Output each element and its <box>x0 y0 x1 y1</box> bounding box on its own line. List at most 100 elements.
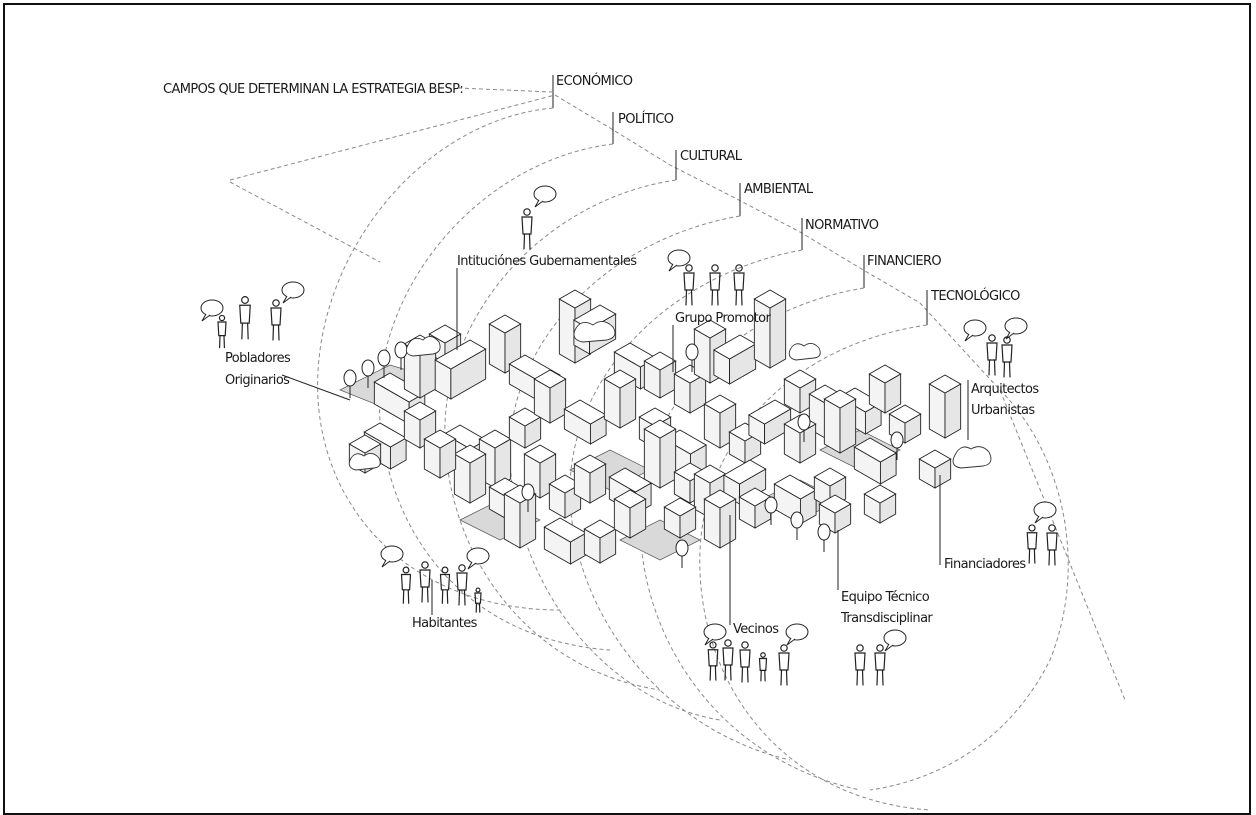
speech-bubble <box>466 547 490 570</box>
building-block <box>712 334 757 385</box>
field-economico: ECONÓMICO <box>556 73 633 89</box>
building-block <box>663 497 697 539</box>
building-block <box>643 351 677 399</box>
person-figure <box>270 299 282 341</box>
person-figure <box>683 264 695 306</box>
speech-bubble <box>667 249 691 272</box>
person-figure <box>239 296 251 340</box>
person-figure <box>986 334 998 376</box>
canopies <box>348 321 992 471</box>
actor-arquitectos-1: Arquitectos <box>971 382 1039 397</box>
people-figures <box>200 185 1058 686</box>
canopy-cloud <box>952 446 992 469</box>
axis-left-branch <box>229 181 381 263</box>
fields-axis <box>229 94 1126 701</box>
building-block <box>928 374 962 439</box>
canopy-cloud <box>348 453 381 471</box>
person-figure <box>474 587 482 613</box>
tree <box>377 349 391 378</box>
canopy-cloud <box>573 321 616 343</box>
building-block <box>703 394 737 449</box>
actor-grupo-promotor: Grupo Promotor <box>675 311 771 326</box>
building-block <box>543 517 588 565</box>
person-figure <box>733 264 745 306</box>
tree <box>797 413 811 442</box>
speech-bubble <box>883 629 907 652</box>
speech-bubble <box>785 623 809 646</box>
field-financiero: FINANCIERO <box>867 254 941 269</box>
building-block <box>563 399 608 445</box>
tree <box>685 343 699 372</box>
building-block <box>434 339 487 400</box>
person-figure <box>1026 524 1038 564</box>
building-block <box>423 429 457 479</box>
field-politico: POLÍTICO <box>618 111 674 127</box>
tree <box>361 359 375 388</box>
title-leader <box>457 87 553 93</box>
building-block <box>488 314 522 374</box>
field-ticks <box>552 75 928 325</box>
building-block <box>823 389 857 454</box>
speech-bubble <box>380 545 404 568</box>
actor-pobladores-1: Pobladores <box>225 351 291 366</box>
canopy-cloud <box>405 336 441 357</box>
actor-arquitectos-2: Urbanistas <box>971 403 1035 418</box>
person-figure <box>1046 524 1058 566</box>
speech-bubble <box>703 623 727 646</box>
person-figure <box>521 208 533 250</box>
diagram-title: CAMPOS QUE DETERMINAN LA ESTRATEGIA BESP… <box>163 82 463 97</box>
building-block <box>863 484 897 524</box>
person-figure <box>709 264 721 306</box>
canopy-cloud <box>788 343 821 361</box>
building-block <box>673 364 707 414</box>
actor-habitantes: Habitantes <box>412 616 478 631</box>
building-block <box>558 289 592 364</box>
tree <box>521 483 535 512</box>
person-figure <box>1001 336 1013 378</box>
building-block <box>868 364 902 414</box>
building-block <box>918 449 952 489</box>
building-block <box>453 444 487 504</box>
building-block <box>583 519 617 564</box>
speech-bubble <box>200 299 224 322</box>
person-figure <box>707 641 719 681</box>
actor-financiadores: Financiadores <box>944 557 1026 572</box>
building-block <box>508 407 542 449</box>
speech-bubble <box>1033 501 1057 524</box>
person-figure <box>456 564 468 606</box>
building-block <box>533 369 567 424</box>
person-figure <box>400 566 412 604</box>
building-block <box>753 289 787 369</box>
tree <box>817 523 831 552</box>
tree <box>675 539 689 568</box>
person-figure <box>758 652 768 682</box>
field-normativo: NORMATIVO <box>805 218 879 233</box>
person-figure <box>217 314 227 349</box>
building-block <box>747 399 792 445</box>
trees <box>343 341 904 568</box>
tree <box>790 511 804 540</box>
person-figure <box>739 641 751 683</box>
person-figure <box>439 566 451 604</box>
building-block <box>643 419 677 489</box>
person-figure <box>874 644 886 686</box>
building-block <box>853 437 898 485</box>
person-figure <box>419 561 431 603</box>
person-figure <box>778 644 790 686</box>
building-block <box>373 372 426 425</box>
tree <box>890 431 904 460</box>
speech-bubble <box>1004 317 1028 340</box>
tree <box>343 369 357 398</box>
field-cultural: CULTURAL <box>680 149 743 164</box>
field-ambiental: AMBIENTAL <box>744 182 814 197</box>
actor-vecinos: Vecinos <box>733 622 779 637</box>
speech-bubble <box>281 281 305 304</box>
tree <box>764 496 778 525</box>
building-block <box>818 494 852 534</box>
speech-bubble <box>533 185 557 208</box>
person-figure <box>722 639 734 681</box>
actor-pobladores-2: Originarios <box>225 373 290 388</box>
building-block <box>573 454 607 504</box>
actor-instituciones: Intituciónes Gubernamentales <box>457 254 637 269</box>
field-tecnologico: TECNOLÓGICO <box>930 288 1020 304</box>
